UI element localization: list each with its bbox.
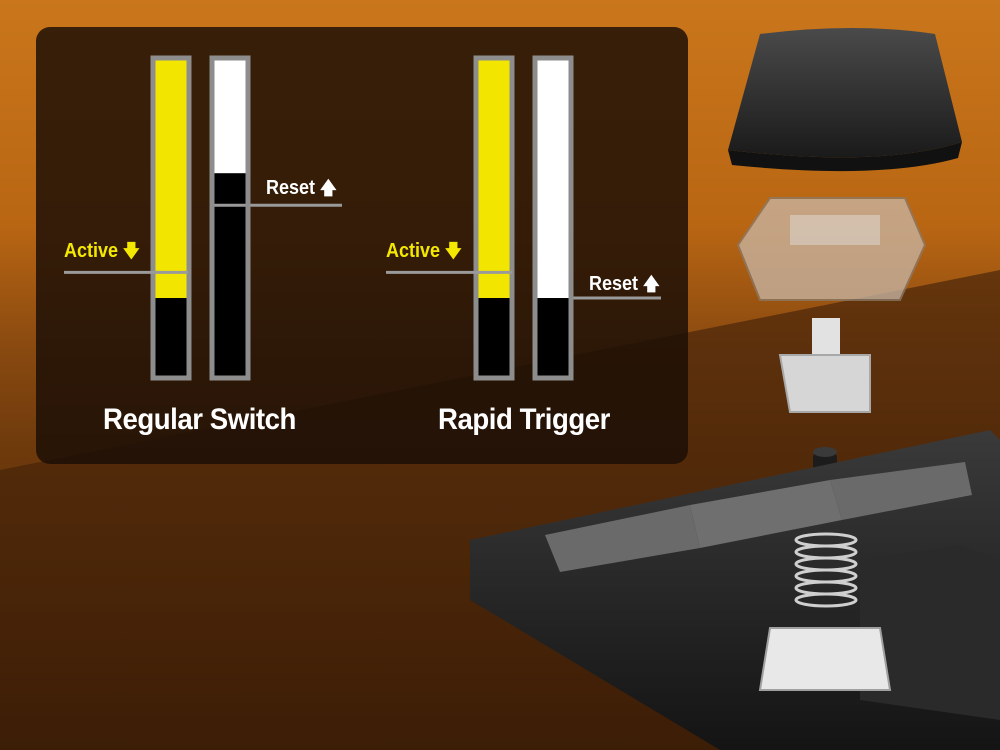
regular-reset-label: Reset 🡅 xyxy=(266,177,337,199)
rapid-trigger-title: Rapid Trigger xyxy=(438,403,610,436)
release-bar-frame xyxy=(532,55,574,381)
keycap-icon xyxy=(728,28,962,172)
arrow-up-icon: 🡅 xyxy=(320,178,337,198)
arrow-down-icon: 🡇 xyxy=(123,241,140,261)
release-bar-white-fill xyxy=(212,58,248,174)
spring-icon xyxy=(794,532,858,608)
switch-stem-icon xyxy=(778,318,871,413)
switch-mount-icon xyxy=(758,627,892,691)
arrow-up-icon: 🡅 xyxy=(643,274,660,294)
rapid-reset-label: Reset 🡅 xyxy=(589,273,660,295)
press-bar-frame xyxy=(150,55,192,381)
rapid-active-label: Active 🡇 xyxy=(386,240,462,262)
arrow-down-icon: 🡇 xyxy=(445,241,462,261)
press-bar-yellow-fill xyxy=(153,58,189,298)
comparison-panel xyxy=(36,27,688,464)
press-bar-yellow-fill xyxy=(476,58,512,298)
regular-active-label: Active 🡇 xyxy=(64,240,140,262)
press-bar-frame xyxy=(473,55,515,381)
release-bar-frame xyxy=(209,55,251,381)
regular-switch-title: Regular Switch xyxy=(103,403,296,436)
release-bar-white-fill xyxy=(535,58,571,298)
switch-housing-icon xyxy=(736,197,927,301)
